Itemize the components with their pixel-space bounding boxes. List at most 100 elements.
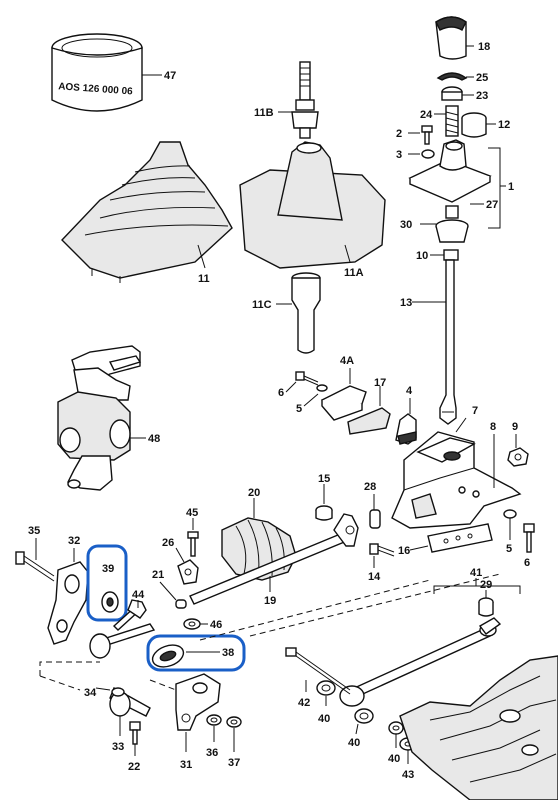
- part-23-ring: [441, 86, 463, 101]
- part-9-nut: [507, 447, 529, 467]
- stamp-text: AOS 126 000 06: [58, 81, 134, 97]
- part-19-shift-rod: [189, 513, 359, 605]
- label-25: 25: [476, 72, 488, 84]
- part-11B-stud: [291, 61, 319, 139]
- part-15-cap: [315, 505, 333, 521]
- part-1-lever-base: [408, 139, 492, 203]
- part-37-nut: [226, 716, 242, 728]
- label-43: 43: [402, 769, 414, 781]
- part-25-circlip: [436, 72, 468, 81]
- part-6-bolt-lower: [523, 523, 535, 553]
- part-40-washer-c: [388, 721, 404, 735]
- label-47: 47: [164, 70, 176, 82]
- label-9: 9: [512, 421, 518, 433]
- part-16-plate: [427, 523, 493, 553]
- part-12-bush: [461, 112, 487, 138]
- part-46-nut: [183, 618, 201, 630]
- label-8: 8: [490, 421, 496, 433]
- label-6-lower: 6: [524, 557, 530, 569]
- part-26-clamp: [177, 559, 199, 585]
- label-32: 32: [68, 535, 80, 547]
- part-42-bolt: [285, 647, 351, 695]
- part-40-washer-b: [354, 708, 374, 724]
- label-33: 33: [112, 741, 124, 753]
- label-16: 16: [398, 545, 410, 557]
- transmission-casing: [399, 655, 558, 800]
- label-6-upper: 6: [278, 387, 284, 399]
- part-11C-sleeve: [291, 272, 321, 354]
- label-23: 23: [476, 90, 488, 102]
- label-1: 1: [508, 181, 514, 193]
- part-33-ball-joint: [109, 687, 151, 717]
- part-4-bracket: [395, 413, 417, 445]
- label-3: 3: [396, 149, 402, 161]
- label-29: 29: [480, 579, 492, 591]
- part-29-bush: [478, 597, 494, 617]
- label-18: 18: [478, 41, 490, 53]
- part-4A-plate: [320, 385, 367, 421]
- label-34: 34: [84, 687, 97, 699]
- part-11-bellows-boot: [61, 141, 233, 283]
- label-11B: 11B: [254, 107, 274, 119]
- label-28: 28: [364, 481, 376, 493]
- label-20: 20: [248, 487, 260, 499]
- label-11: 11: [198, 273, 210, 285]
- label-17: 17: [374, 377, 386, 389]
- label-38: 38: [222, 647, 234, 659]
- label-2: 2: [396, 128, 402, 140]
- label-45: 45: [186, 507, 198, 519]
- label-24: 24: [420, 109, 433, 121]
- label-46: 46: [210, 619, 222, 631]
- label-40-c: 40: [388, 753, 400, 765]
- part-7-housing: [391, 431, 522, 529]
- part-31-bracket: [175, 673, 221, 731]
- part-13-shift-rod: [439, 259, 457, 425]
- label-12: 12: [498, 119, 510, 131]
- part-3-washer: [421, 149, 435, 159]
- part-22-bolt: [129, 721, 141, 745]
- label-44: 44: [132, 589, 145, 601]
- part-45-bolt: [187, 531, 199, 557]
- part-39-bush: [101, 591, 119, 613]
- part-38-bush: [151, 644, 185, 668]
- label-31: 31: [180, 759, 192, 771]
- part-14-bolt: [369, 543, 395, 557]
- part-47-boot-ring: AOS 126 000 06: [51, 33, 143, 112]
- part-28-bush: [369, 509, 381, 529]
- label-30: 30: [400, 219, 412, 231]
- label-22: 22: [128, 761, 140, 773]
- part-18-shift-knob: [435, 16, 467, 60]
- label-40-b: 40: [348, 737, 360, 749]
- label-37: 37: [228, 757, 240, 769]
- label-7: 7: [472, 405, 478, 417]
- part-30-bearing: [435, 205, 469, 243]
- label-21: 21: [152, 569, 164, 581]
- label-19: 19: [264, 595, 276, 607]
- label-5-upper: 5: [296, 403, 302, 415]
- part-5-washer-lower: [503, 509, 517, 519]
- label-41: 41: [470, 567, 482, 579]
- label-11A: 11A: [344, 267, 364, 279]
- label-40-a: 40: [318, 713, 330, 725]
- part-40-washer-a: [316, 680, 336, 696]
- label-35: 35: [28, 525, 40, 537]
- label-48: 48: [148, 433, 160, 445]
- label-5-lower: 5: [506, 543, 512, 555]
- label-4A: 4A: [340, 355, 354, 367]
- label-27: 27: [486, 199, 498, 211]
- part-21-pin: [175, 599, 187, 609]
- part-32-bracket: [47, 561, 89, 645]
- label-4: 4: [406, 385, 413, 397]
- label-10: 10: [416, 250, 428, 262]
- part-6-bolt-upper: [295, 371, 319, 386]
- label-11C: 11C: [252, 299, 272, 311]
- part-36-washer: [206, 714, 222, 726]
- part-44-shift-lever-shaft: [89, 599, 156, 659]
- part-48-shift-mechanism: [57, 345, 142, 491]
- part-10-clip: [443, 249, 459, 261]
- label-14: 14: [368, 571, 381, 583]
- label-39: 39: [102, 563, 114, 575]
- part-35-bolt: [15, 551, 55, 582]
- part-11A-frame-boot: [239, 141, 386, 269]
